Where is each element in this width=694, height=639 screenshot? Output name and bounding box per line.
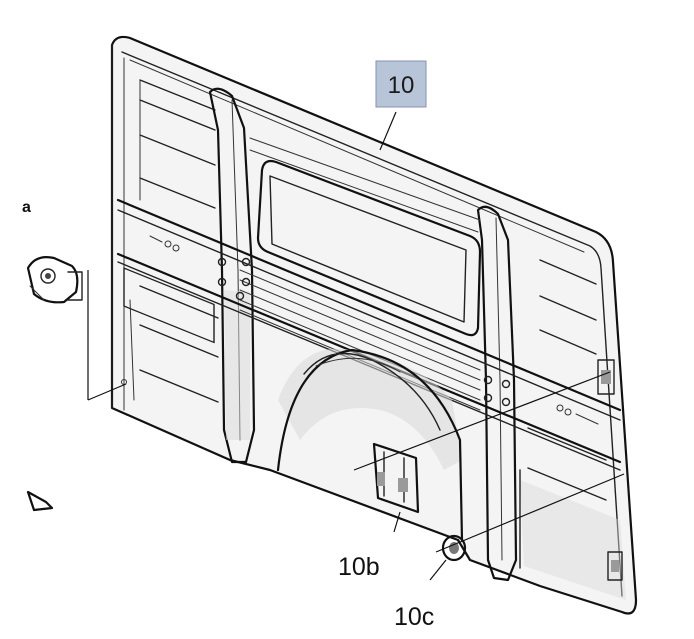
callout-10-label: 10 — [388, 72, 415, 99]
lower-right-panel — [519, 469, 626, 600]
part-10b-bracket — [372, 442, 420, 514]
leader-lines — [87, 111, 625, 581]
left-bracket-plate — [123, 235, 251, 344]
wheel-arch — [276, 348, 464, 542]
partition-panel — [110, 35, 638, 615]
callout-10c-label: 10c — [394, 603, 434, 631]
window-opening — [249, 137, 482, 337]
callout-10b-label: 10b — [338, 553, 380, 581]
left-latch-fragment — [26, 256, 83, 304]
left-lower-fragment — [26, 490, 54, 512]
right-pillar — [476, 205, 518, 582]
right-bracket-plate — [483, 375, 599, 425]
edge-callout-fragment: a — [22, 199, 31, 216]
left-pillar — [208, 87, 256, 464]
left-lower-ribs — [121, 285, 219, 403]
callout-10: 10 — [375, 60, 427, 108]
right-side-ribs — [527, 259, 607, 501]
left-upper-ribs — [139, 79, 216, 209]
